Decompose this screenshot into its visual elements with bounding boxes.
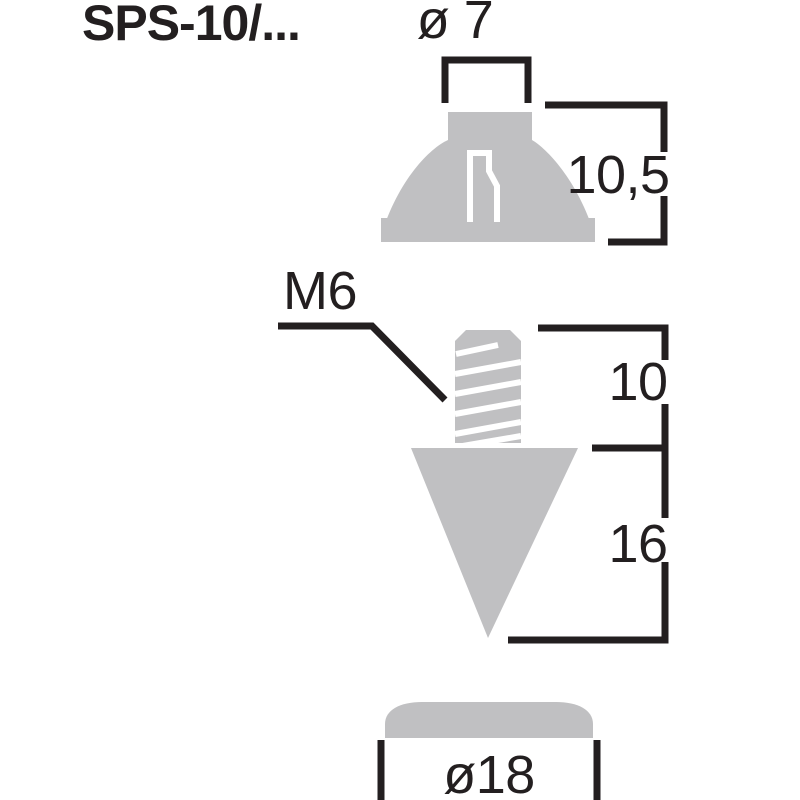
part-cap-with-slot — [381, 112, 595, 242]
dimension-diameter-7: ø 7 — [417, 0, 532, 103]
dimension-diameter-18: ø18 — [377, 740, 601, 800]
dim-bracket-10-5-upper — [545, 101, 668, 152]
dimension-cone-16: 16 — [508, 448, 669, 644]
dimension-thread-10: 10 — [538, 324, 669, 452]
drawing-title: SPS-10/... — [82, 0, 300, 51]
m6-leader-line — [278, 322, 448, 403]
dim-label-diameter-7: ø 7 — [417, 0, 494, 50]
dim-label-16: 16 — [608, 514, 667, 574]
callout-m6: M6 — [278, 261, 448, 403]
dim-label-diameter-18: ø18 — [443, 745, 535, 800]
cap-skirt-left — [381, 140, 448, 242]
dimension-height-10-5: 10,5 — [545, 101, 670, 246]
base-disc-shape — [385, 702, 593, 738]
dim-label-10-5: 10,5 — [566, 145, 669, 205]
dim-bracket-diameter-7 — [441, 56, 532, 103]
cap-skirt-right — [532, 140, 595, 242]
spike-cone — [411, 448, 578, 638]
dim-label-10: 10 — [608, 352, 667, 412]
thread-lines — [454, 342, 522, 450]
part-base-disc — [385, 702, 593, 738]
callout-label-m6: M6 — [283, 261, 357, 321]
dim-bracket-10-5-lower — [608, 196, 668, 246]
part-threaded-spike — [411, 330, 578, 638]
cap-slot — [467, 150, 500, 222]
dim-bracket-10-upper — [538, 324, 669, 360]
dim-bracket-16-lower — [508, 562, 669, 644]
